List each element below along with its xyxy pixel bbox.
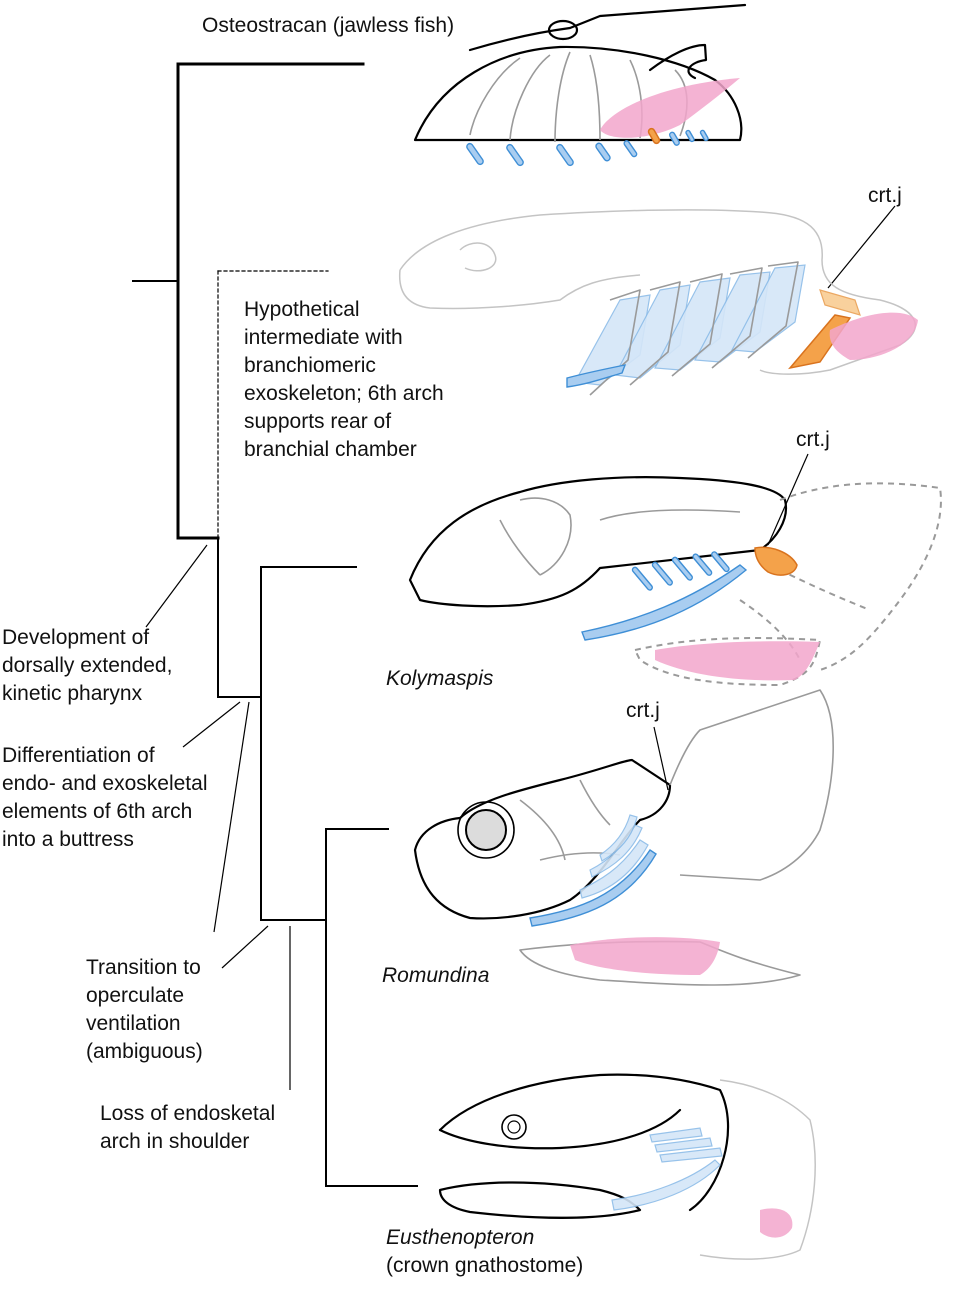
hypothetical-ventral-arch	[566, 364, 627, 388]
osteostracan-drawing	[413, 3, 747, 167]
leader-crtj-1	[827, 205, 896, 289]
crt-j-label-2: crt.j	[796, 428, 830, 451]
romundina-label: Romundina	[382, 964, 490, 987]
osteostracan-dorsal-ridge	[468, 3, 747, 52]
eusthenopteron-lower-jaw	[438, 1181, 642, 1219]
kolymaspis-reconstructed-fin	[633, 637, 822, 687]
kolymaspis-skull-sutures	[499, 497, 741, 576]
romundina-head	[413, 758, 672, 920]
leader-crtj-3	[653, 726, 669, 791]
hypothetical-pectoral-region	[829, 312, 918, 360]
eusthenopteron-pectoral-region	[760, 1208, 793, 1238]
leader-c3a	[213, 701, 250, 933]
leader-c2	[182, 701, 241, 748]
kolymaspis-gill-arches	[631, 551, 730, 591]
eusthenopteron-pupil	[507, 1120, 521, 1134]
osteostracan-gill-arches	[466, 129, 709, 167]
kolymaspis-label: Kolymaspis	[386, 667, 494, 690]
romundina-eye	[465, 809, 507, 851]
romundina-drawing	[413, 689, 834, 986]
eusthenopteron-eye	[501, 1114, 527, 1140]
romundina-orbit	[457, 801, 515, 859]
hypothetical-buttress-light	[819, 289, 861, 316]
osteostracan-cornual-process	[648, 43, 708, 80]
romundina-pectoral-region	[570, 937, 720, 975]
leader-crtj-2	[767, 453, 809, 546]
osteostracan-label: Osteostracan (jawless fish)	[202, 14, 455, 37]
character-4-label: Loss of endosketal arch in shoulder	[100, 1102, 276, 1153]
kolymaspis-skull	[408, 476, 788, 608]
hypothetical-exoskeleton-plates	[589, 261, 799, 396]
hypothetical-label: Hypothetical intermediate with branchiom…	[244, 298, 444, 461]
kolymaspis-drawing	[408, 476, 942, 687]
character-2-label: Differentiation of endo- and exoskeletal…	[2, 744, 208, 851]
hypothetical-drawing	[398, 209, 918, 396]
osteostracan-gill-divisions	[469, 51, 688, 143]
eusthenopteron-skull-roof	[438, 1073, 730, 1212]
hypothetical-ventral-outline	[398, 269, 641, 310]
osteostracan-pectoral-region	[600, 78, 740, 138]
osteostracan-headshield	[413, 45, 743, 142]
romundina-plate-sutures	[519, 779, 621, 861]
osteostracan-6th-arch	[647, 127, 661, 145]
eusthenopteron-shoulder-girdle	[699, 1079, 816, 1260]
romundina-gill-arches	[579, 814, 649, 899]
kolymaspis-ventral-arch	[581, 564, 748, 641]
hypothetical-gill-arches	[574, 264, 806, 386]
crt-j-label-1: crt.j	[868, 184, 902, 207]
leader-c1	[145, 544, 208, 628]
osteostracan-orbit	[547, 19, 579, 41]
crt-j-label-3: crt.j	[626, 699, 660, 722]
eusthenopteron-upper-jaw	[438, 1108, 682, 1150]
eusthenopteron-drawing	[438, 1073, 816, 1260]
eusthenopteron-gill-arches	[611, 1127, 723, 1211]
romundina-ventral-arch	[529, 849, 657, 927]
character-3-label: Transition to operculate ventilation (am…	[86, 956, 203, 1063]
kolymaspis-6th-arch-buttress	[754, 546, 798, 576]
eusthenopteron-note: (crown gnathostome)	[386, 1254, 584, 1277]
romundina-shoulder-girdle	[669, 689, 834, 881]
kolymaspis-pectoral-region	[655, 641, 820, 681]
hypothetical-orbit	[459, 242, 497, 272]
eusthenopteron-label: Eusthenopteron	[386, 1226, 535, 1249]
leader-c3b	[221, 925, 269, 969]
character-1-label: Development of dorsally extended, kineti…	[2, 626, 173, 705]
